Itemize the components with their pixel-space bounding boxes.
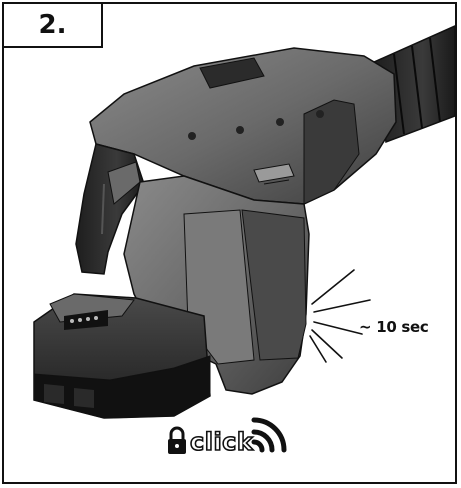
padlock-icon xyxy=(168,426,186,454)
duration-label: ~ 10 sec xyxy=(359,318,429,336)
battery-pack xyxy=(33,293,211,419)
tool-housing xyxy=(89,47,397,205)
instruction-panel: 2. xyxy=(2,2,457,484)
step-number-box: 2. xyxy=(4,4,103,48)
tool-handle xyxy=(75,143,145,275)
vibration-lines-icon xyxy=(309,269,371,363)
click-sound-label: click xyxy=(189,428,254,456)
sound-waves-icon xyxy=(251,417,287,453)
rotary-hammer-illustration xyxy=(33,25,455,419)
step-number: 2. xyxy=(38,10,67,40)
click-indicator: click xyxy=(166,412,306,462)
